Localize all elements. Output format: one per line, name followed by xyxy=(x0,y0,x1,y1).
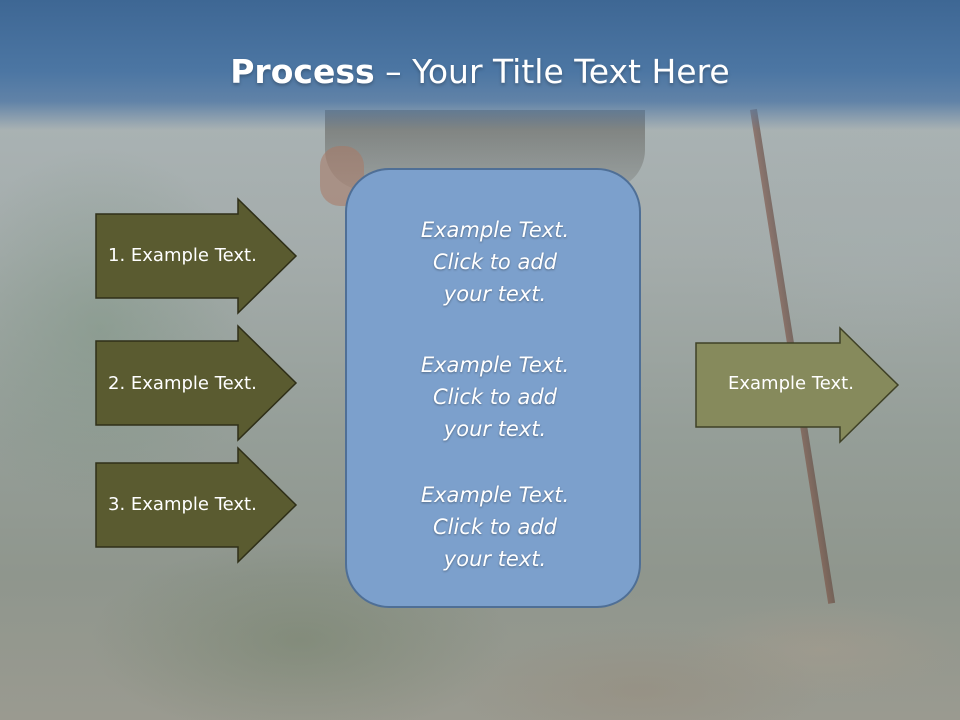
center-text-line: Example Text. xyxy=(420,218,570,242)
left-arrow-3-label: 3. Example Text. xyxy=(108,494,257,515)
center-text-line: Example Text. xyxy=(420,353,570,377)
left-arrow-2-label: 2. Example Text. xyxy=(108,373,257,394)
slide-title[interactable]: Process – Your Title Text Here xyxy=(0,52,960,91)
center-text-line: Click to add xyxy=(432,250,557,274)
title-band xyxy=(0,0,960,130)
left-arrow-2[interactable] xyxy=(95,324,298,442)
title-bold-part: Process xyxy=(230,52,375,91)
center-text-line: your text. xyxy=(443,417,547,441)
center-text-block-1[interactable]: Example Text. Click to add your text. xyxy=(347,214,643,310)
center-text-line: Example Text. xyxy=(420,483,570,507)
left-arrow-3[interactable] xyxy=(95,446,298,564)
title-rest-part: – Your Title Text Here xyxy=(374,52,730,91)
center-text-line: your text. xyxy=(443,547,547,571)
center-text-line: your text. xyxy=(443,282,547,306)
left-arrow-1[interactable] xyxy=(95,197,298,315)
center-text-line: Click to add xyxy=(432,385,557,409)
center-text-block-3[interactable]: Example Text. Click to add your text. xyxy=(347,479,643,575)
left-arrow-1-label: 1. Example Text. xyxy=(108,245,257,266)
right-arrow[interactable] xyxy=(695,326,900,444)
center-text-box[interactable]: Example Text. Click to add your text. Ex… xyxy=(345,168,641,608)
right-arrow-label: Example Text. xyxy=(728,373,854,394)
center-text-block-2[interactable]: Example Text. Click to add your text. xyxy=(347,349,643,445)
center-text-line: Click to add xyxy=(432,515,557,539)
